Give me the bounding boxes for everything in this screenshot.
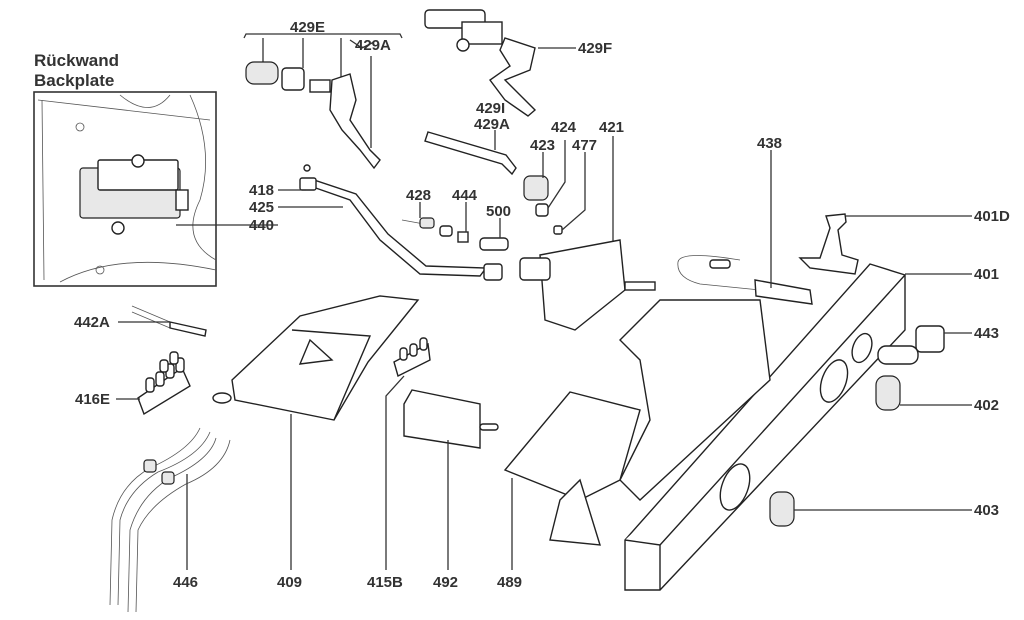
part-429I-pipe [424, 131, 517, 176]
label-402: 402 [974, 397, 999, 414]
backplate-inset: Rückwand Backplate [33, 51, 217, 287]
label-443: 443 [974, 325, 999, 342]
part-429E-fittings [243, 33, 403, 170]
leader-415B [385, 375, 405, 570]
label-489: 489 [497, 574, 522, 591]
label-438: 438 [757, 135, 782, 152]
part-424 [535, 203, 549, 217]
label-423: 423 [530, 137, 555, 154]
part-489-pcb-chassis [503, 299, 771, 546]
label-415B: 415B [367, 574, 403, 591]
label-477: 477 [572, 137, 597, 154]
part-423 [523, 175, 549, 201]
part-416E-terminal-block [137, 351, 191, 416]
thermal-switch-module [79, 154, 189, 235]
part-477 [553, 225, 563, 235]
label-429F: 429F [578, 40, 612, 57]
part-492-box [403, 389, 499, 449]
label-446: 446 [173, 574, 198, 591]
part-428-444-500 [401, 217, 509, 251]
part-443-switch [877, 325, 945, 365]
label-429A-mid: 429A [474, 116, 510, 133]
label-401D: 401D [974, 208, 1010, 225]
part-438-ignition-electrode [677, 255, 813, 305]
part-403-knob [769, 491, 795, 527]
label-440: 440 [249, 217, 274, 234]
part-401-control-panel [624, 263, 906, 591]
label-429I: 429I [476, 100, 505, 117]
label-421: 421 [599, 119, 624, 136]
part-402-knob [875, 375, 901, 411]
label-403: 403 [974, 502, 999, 519]
label-500: 500 [486, 203, 511, 220]
part-401D-bracket [798, 213, 859, 275]
label-492: 492 [433, 574, 458, 591]
label-428: 428 [406, 187, 431, 204]
label-424: 424 [551, 119, 577, 136]
inset-title-de: Rückwand [34, 51, 119, 70]
part-409-cover [212, 295, 420, 421]
label-429E: 429E [290, 19, 325, 36]
label-442A: 442A [74, 314, 110, 331]
part-421-gas-valve [519, 239, 656, 331]
label-418: 418 [249, 182, 274, 199]
label-416E: 416E [75, 391, 110, 408]
part-442A-sensor [131, 305, 207, 337]
label-401: 401 [974, 266, 999, 283]
label-429A-top: 429A [355, 37, 391, 54]
label-444: 444 [452, 187, 478, 204]
inset-title-en: Backplate [34, 71, 114, 90]
part-446-cables [109, 427, 231, 613]
label-409: 409 [277, 574, 302, 591]
part-labels: 429E 429A 429F 429I 429A 424 421 423 477… [74, 19, 1010, 591]
part-415B-terminal [393, 337, 431, 378]
part-429F-manifold [424, 9, 537, 117]
label-425: 425 [249, 199, 274, 216]
part-425-pipe [299, 164, 503, 281]
